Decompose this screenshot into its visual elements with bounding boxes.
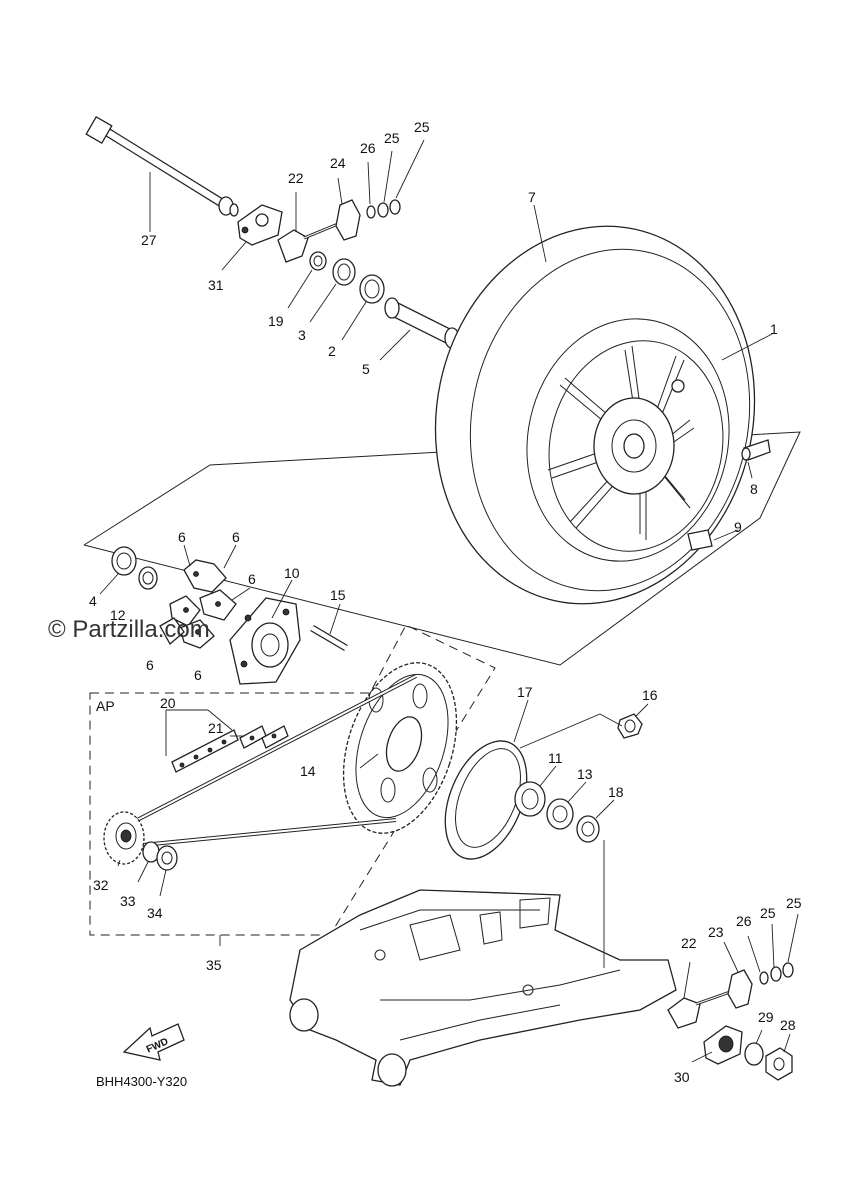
callout-24: 24 <box>330 155 346 171</box>
callout-11: 11 <box>548 750 563 766</box>
rear-wheel-rim[interactable] <box>505 300 751 580</box>
callout-1: 1 <box>770 321 778 337</box>
collar-19[interactable] <box>309 251 327 271</box>
callout-25-upper-a: 25 <box>384 130 400 146</box>
wheel-assembly-outline <box>83 431 801 666</box>
ap-label: AP <box>96 698 115 714</box>
callout-10: 10 <box>284 565 300 581</box>
swingarm[interactable] <box>289 889 677 1087</box>
callout-20: 20 <box>160 695 176 711</box>
callout-7: 7 <box>528 189 536 205</box>
collar-18[interactable] <box>576 815 600 843</box>
leader-lines <box>99 139 799 1063</box>
wheel-spacer-5[interactable] <box>384 297 460 349</box>
oil-seal-13[interactable] <box>546 798 574 830</box>
chain-adjuster-upper[interactable] <box>277 222 339 263</box>
callout-15: 15 <box>330 587 346 603</box>
chain-adjuster-lower[interactable] <box>667 990 731 1029</box>
sprocket-nut-16[interactable] <box>617 713 643 739</box>
callout-33: 33 <box>120 893 136 909</box>
callout-8: 8 <box>750 481 758 497</box>
callout-6-d: 6 <box>146 657 154 673</box>
callout-6-a: 6 <box>178 529 186 545</box>
clutch-hub-10[interactable] <box>229 597 301 685</box>
callout-25-upper-b: 25 <box>414 119 430 135</box>
adjuster-plate-23[interactable] <box>727 969 753 1009</box>
callout-14: 14 <box>300 763 316 779</box>
callout-4: 4 <box>89 593 97 609</box>
nut-25-lower-a[interactable] <box>770 966 782 982</box>
callout-23: 23 <box>708 924 724 940</box>
callout-22-lower: 22 <box>681 935 697 951</box>
callout-6-c: 6 <box>248 571 256 587</box>
nut-25-upper-a[interactable] <box>377 202 389 218</box>
callout-12: 12 <box>110 607 126 623</box>
washer-26-upper[interactable] <box>366 205 376 219</box>
callout-9: 9 <box>734 519 742 535</box>
nut-25-lower-b[interactable] <box>782 962 794 978</box>
drive-chain[interactable] <box>109 674 417 848</box>
collar-12[interactable] <box>138 566 158 590</box>
callout-5: 5 <box>362 361 370 377</box>
tire-valve-8[interactable] <box>741 439 771 461</box>
drive-sprocket-32[interactable] <box>103 811 145 865</box>
callout-27: 27 <box>141 232 157 248</box>
callout-6-e: 6 <box>194 667 202 683</box>
stud-bolt-15[interactable] <box>310 624 348 652</box>
callout-25-lower-a: 25 <box>760 905 776 921</box>
callout-29: 29 <box>758 1009 774 1025</box>
callout-35: 35 <box>206 957 222 973</box>
callout-26-lower: 26 <box>736 913 752 929</box>
washer-26-lower[interactable] <box>759 971 769 985</box>
callout-6-b: 6 <box>232 529 240 545</box>
bearing-2[interactable] <box>359 274 385 304</box>
chain-links-20[interactable] <box>171 729 239 773</box>
callout-17: 17 <box>517 684 533 700</box>
chain-puller-left[interactable] <box>237 204 283 246</box>
ap-chain-kit-box <box>89 624 496 936</box>
callout-19: 19 <box>268 313 284 329</box>
callout-3: 3 <box>298 327 306 343</box>
oil-seal-3[interactable] <box>332 258 356 286</box>
balance-weight-9[interactable] <box>687 529 713 551</box>
rear-axle[interactable] <box>85 115 239 217</box>
sprocket-nut-34[interactable] <box>156 845 178 871</box>
callout-31: 31 <box>208 277 224 293</box>
master-link-21[interactable] <box>239 725 289 749</box>
fwd-arrow: FWD <box>122 1023 185 1061</box>
callout-32: 32 <box>93 877 109 893</box>
callout-28: 28 <box>780 1017 796 1033</box>
callout-21: 21 <box>208 720 224 736</box>
diagram-code: BHH4300-Y320 <box>96 1074 187 1089</box>
bearing-4[interactable] <box>111 546 137 576</box>
rear-wheel-tire[interactable] <box>401 196 789 633</box>
partzilla-watermark: © Partzilla.com <box>48 616 210 643</box>
callout-30: 30 <box>674 1069 690 1085</box>
rear-sprocket-14[interactable] <box>323 648 476 848</box>
callout-16: 16 <box>642 687 658 703</box>
callout-13: 13 <box>577 766 593 782</box>
chain-puller-30[interactable] <box>703 1025 743 1065</box>
callout-2: 2 <box>328 343 336 359</box>
axle-nut-28[interactable] <box>765 1047 793 1081</box>
callout-25-lower-b: 25 <box>786 895 802 911</box>
washer-29[interactable] <box>744 1042 764 1066</box>
callout-labels: 27 31 22 24 26 25 25 19 3 2 5 7 1 8 9 4 … <box>89 119 802 1085</box>
callout-22-upper: 22 <box>288 170 304 186</box>
callout-34: 34 <box>147 905 163 921</box>
callout-26-upper: 26 <box>360 140 376 156</box>
nut-25-upper-b[interactable] <box>389 199 401 215</box>
callout-18: 18 <box>608 784 624 800</box>
sprocket-cover-17[interactable] <box>429 729 542 871</box>
wheel-dampers-6[interactable] <box>159 559 237 649</box>
adjuster-plate[interactable] <box>335 199 361 241</box>
bearing-11[interactable] <box>514 781 546 817</box>
